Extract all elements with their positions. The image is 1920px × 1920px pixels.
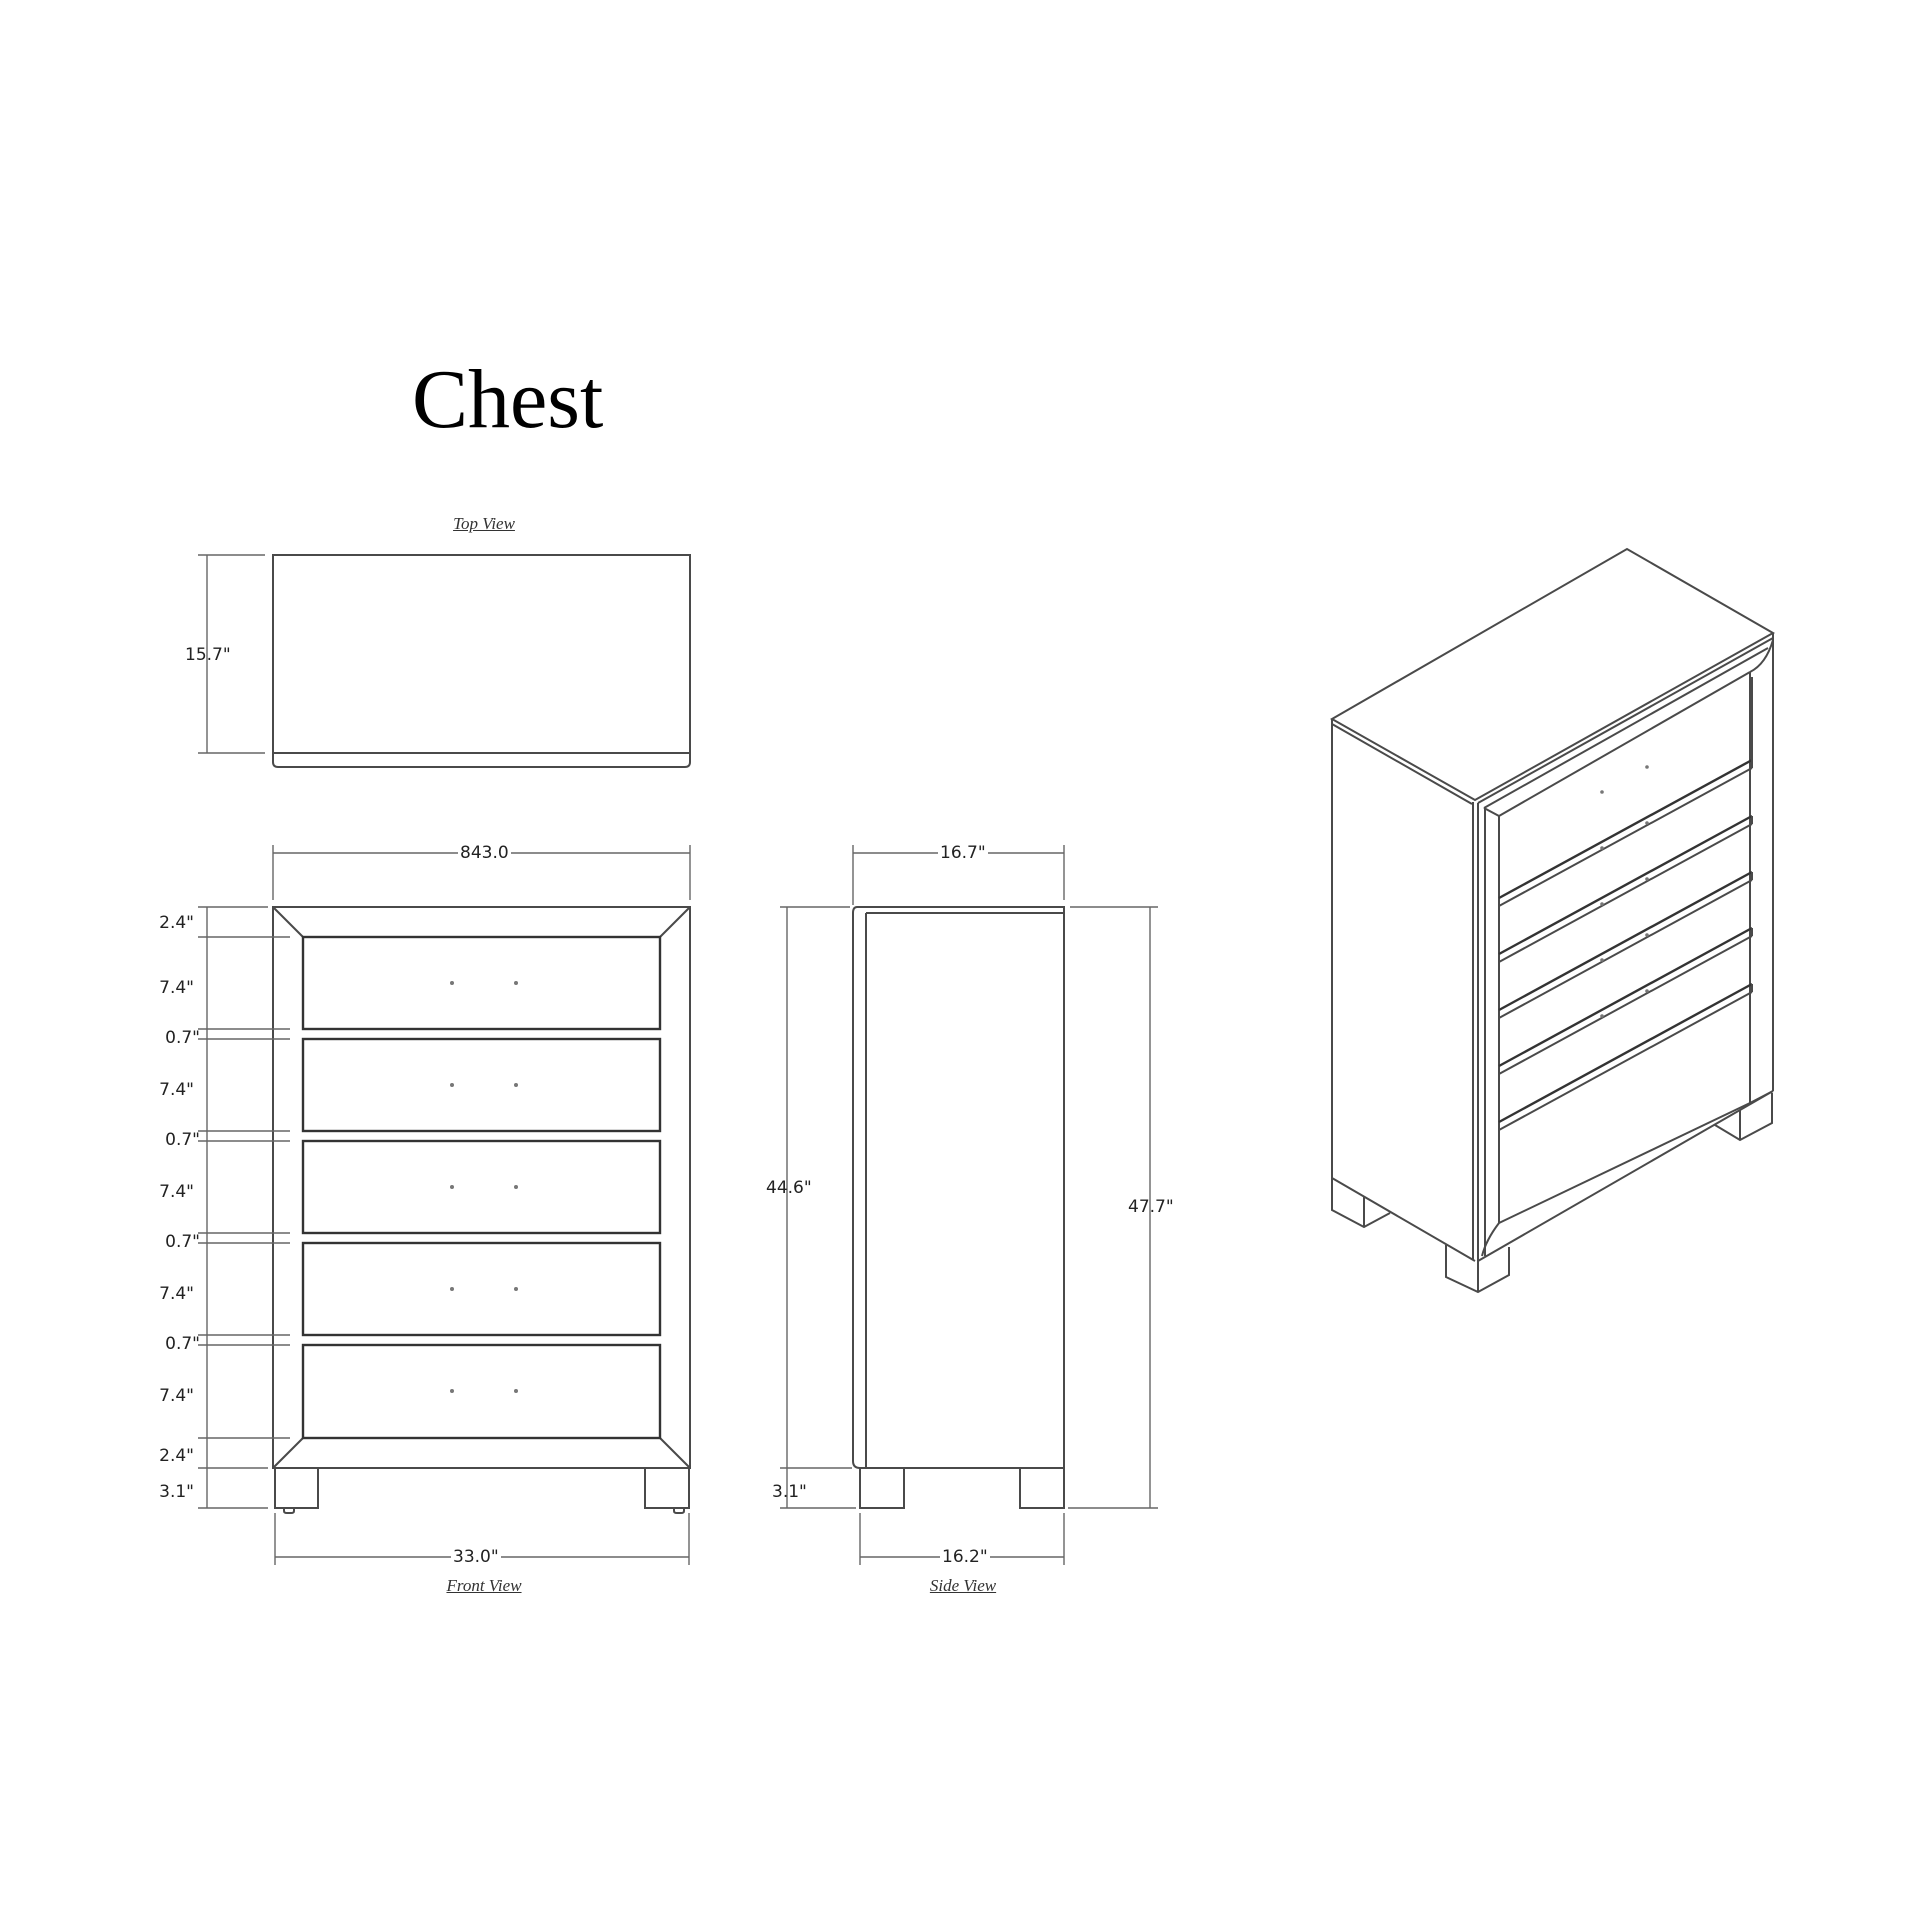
side-bottom-depth-dim: 16.2" <box>940 1547 990 1567</box>
front-dim-gap-1: 0.7" <box>165 1028 200 1048</box>
front-dim-drawer-2: 7.4" <box>159 1080 194 1100</box>
top-view-drawing <box>198 554 691 768</box>
front-dim-leg: 3.1" <box>159 1482 194 1502</box>
top-depth-dim: 15.7" <box>185 645 231 665</box>
iso-drawers <box>1498 677 1753 1131</box>
front-bottom-width-dim: 33.0" <box>451 1547 501 1567</box>
front-dim-top-rail: 2.4" <box>159 913 194 933</box>
top-view-label: Top View <box>453 514 515 533</box>
front-dim-drawer-5: 7.4" <box>159 1386 194 1406</box>
front-dim-drawer-1: 7.4" <box>159 978 194 998</box>
front-view-label: Front View <box>446 1576 522 1595</box>
front-dim-drawer-4: 7.4" <box>159 1284 194 1304</box>
side-total-height-dim: 47.7" <box>1128 1197 1174 1217</box>
isometric-view-drawing <box>1329 547 1776 1294</box>
side-top-depth-dim: 16.7" <box>938 843 988 863</box>
front-dim-gap-2: 0.7" <box>165 1130 200 1150</box>
side-view-label: Side View <box>929 1576 997 1595</box>
front-view-drawing <box>198 845 691 1565</box>
side-view-drawing <box>780 845 1158 1565</box>
front-dim-bottom-rail: 2.4" <box>159 1446 194 1466</box>
front-dim-gap-4: 0.7" <box>165 1334 200 1354</box>
side-leg-height-dim: 3.1" <box>772 1482 807 1502</box>
front-dim-drawer-3: 7.4" <box>159 1182 194 1202</box>
front-top-width-dim: 843.0 <box>458 843 511 863</box>
page-title: Chest <box>412 353 604 446</box>
front-dim-gap-3: 0.7" <box>165 1232 200 1252</box>
side-body-height-dim: 44.6" <box>766 1178 812 1198</box>
